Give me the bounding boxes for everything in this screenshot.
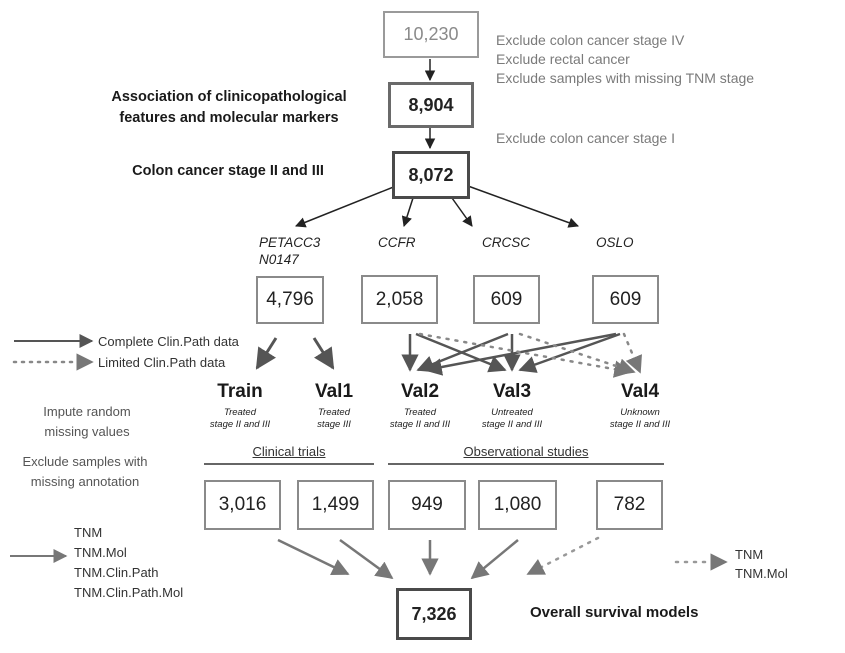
- arrow-782-to-final: [526, 536, 600, 576]
- model-label-tnm-clin-path-mol: TNM.Clin.Path.Mol: [74, 585, 184, 600]
- arrow-to-crcsc: [451, 197, 473, 227]
- set-sub-val3: Untreated stage II and III: [457, 407, 567, 431]
- association-label: Association of clinicopathological featu…: [80, 87, 378, 129]
- exclude-note-stage-i: Exclude colon cancer stage I: [496, 130, 675, 146]
- legend-models-limited: TNM TNM.Mol: [735, 545, 788, 583]
- count-box-initial: 10,230: [383, 11, 479, 58]
- arrow-1499-to-final: [339, 538, 394, 580]
- count-box-crcsc: 609: [473, 275, 540, 324]
- legend-complete-label: Complete Clin.Path data: [98, 334, 239, 349]
- count-box-val4: 782: [596, 480, 663, 530]
- arrow-oslo-to-val4: [622, 332, 642, 374]
- arrow-petacc3-to-train: [255, 337, 278, 370]
- exclude-note-rectal: Exclude rectal cancer: [496, 51, 630, 67]
- cohort-name-petacc3: PETACC3: [259, 235, 321, 250]
- legend-models-full: TNM TNM.Mol TNM.Clin.Path TNM.Clin.Path.…: [74, 523, 183, 603]
- set-sub-val4: Unknown stage II and III: [585, 407, 695, 431]
- set-sub-val2-line2: stage II and III: [389, 419, 451, 430]
- arrow-to-petacc3: [295, 185, 397, 228]
- cohort-name-n0147: N0147: [259, 252, 299, 267]
- set-sub-train-line2: stage II and III: [209, 419, 271, 430]
- association-label-line1: Association of clinicopathological: [111, 89, 347, 105]
- model-label-tnm: TNM: [74, 525, 103, 540]
- set-title-train: Train: [217, 381, 263, 402]
- final-label: Overall survival models: [530, 604, 699, 621]
- impute-note: Impute random missing values: [22, 402, 152, 442]
- set-sub-val2-line1: Treated: [403, 407, 437, 418]
- stage-ii-iii-label: Colon cancer stage II and III: [132, 163, 324, 179]
- exclude-annotation-line1: Exclude samples with: [22, 454, 148, 469]
- exclude-annotation-note: Exclude samples with missing annotation: [4, 452, 166, 492]
- count-box-val2: 949: [388, 480, 466, 530]
- group-label-clinical-trials: Clinical trials: [252, 444, 326, 459]
- set-sub-train: Treated stage II and III: [185, 407, 295, 431]
- count-box-petacc3: 4,796: [256, 276, 324, 324]
- impute-note-line2: missing values: [44, 424, 130, 439]
- group-label-observational: Observational studies: [463, 444, 589, 459]
- model-label-tnm-mol: TNM.Mol: [74, 545, 127, 560]
- set-sub-val4-line2: stage II and III: [609, 419, 671, 430]
- set-sub-val1-line2: stage III: [317, 419, 351, 430]
- cohort-label-petacc3: PETACC3 N0147: [259, 234, 320, 268]
- set-sub-val1: Treated stage III: [279, 407, 389, 431]
- arrow-crcsc-to-val4: [518, 332, 636, 376]
- count-box-train: 3,016: [204, 480, 281, 530]
- arrow-ccfr-to-val4: [418, 332, 632, 378]
- exclude-annotation-line2: missing annotation: [30, 474, 140, 489]
- set-sub-val2: Treated stage II and III: [365, 407, 475, 431]
- set-sub-val4-line1: Unknown: [620, 407, 660, 418]
- set-title-val4: Val4: [620, 381, 660, 402]
- set-sub-train-line1: Treated: [223, 407, 257, 418]
- arrow-to-oslo: [467, 185, 579, 228]
- count-box-association: 8,904: [388, 82, 474, 128]
- set-sub-val3-line1: Untreated: [491, 407, 533, 418]
- exclude-note-stage-iv: Exclude colon cancer stage IV: [496, 32, 685, 48]
- set-title-val1: Val1: [314, 381, 354, 402]
- model-label-tnm-clin-path: TNM.Clin.Path: [74, 565, 159, 580]
- model-label-tnm-limited: TNM: [735, 547, 764, 562]
- impute-note-line1: Impute random: [43, 404, 131, 419]
- arrow-petacc3-to-val1: [312, 337, 335, 370]
- count-box-oslo: 609: [592, 275, 659, 324]
- model-label-tnm-mol-limited: TNM.Mol: [735, 566, 788, 581]
- set-sub-val1-line1: Treated: [317, 407, 351, 418]
- cohort-label-ccfr: CCFR: [378, 235, 416, 250]
- arrow-oslo-to-val2: [424, 332, 617, 376]
- association-label-line2: features and molecular markers: [119, 110, 339, 126]
- exclude-note-missing-tnm: Exclude samples with missing TNM stage: [496, 70, 755, 86]
- count-box-val1: 1,499: [297, 480, 374, 530]
- arrow-to-ccfr: [401, 197, 414, 227]
- count-box-stage-ii-iii: 8,072: [392, 151, 470, 199]
- cohort-label-crcsc: CRCSC: [482, 235, 531, 250]
- count-box-val3: 1,080: [478, 480, 557, 530]
- count-box-ccfr: 2,058: [361, 275, 438, 324]
- cohort-label-oslo: OSLO: [596, 235, 634, 250]
- arrow-oslo-to-val3: [518, 332, 621, 373]
- set-sub-val3-line2: stage II and III: [481, 419, 543, 430]
- set-title-val2: Val2: [400, 381, 440, 402]
- arrow-1080-to-final: [470, 539, 519, 580]
- set-title-val3: Val3: [492, 381, 532, 402]
- legend-limited-label: Limited Clin.Path data: [98, 355, 226, 370]
- count-box-final: 7,326: [396, 588, 472, 640]
- arrow-3016-to-final: [277, 538, 350, 576]
